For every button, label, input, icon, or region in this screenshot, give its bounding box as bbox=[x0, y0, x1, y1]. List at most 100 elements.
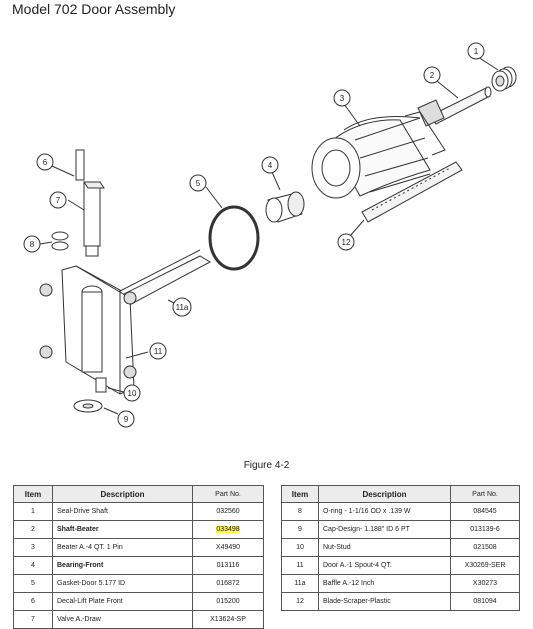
part-no-cell: X30273 bbox=[450, 574, 520, 593]
item-cell: 10 bbox=[281, 538, 319, 557]
table-header-row: Item Description Part No. bbox=[281, 485, 520, 503]
item-cell: 12 bbox=[281, 592, 319, 611]
callout-9: 9 bbox=[117, 410, 135, 428]
callout-5: 5 bbox=[189, 174, 207, 192]
svg-text:12: 12 bbox=[342, 238, 351, 247]
svg-text:2: 2 bbox=[430, 71, 435, 80]
description-cell: Decal-Lift Plate Front bbox=[52, 592, 193, 611]
part-no-cell: 013139-6 bbox=[450, 520, 520, 539]
seal-drive-shaft-part bbox=[491, 66, 517, 92]
description-cell: Nut-Stud bbox=[318, 538, 451, 557]
part-no-header: Part No. bbox=[450, 485, 520, 503]
part-no-cell: 084545 bbox=[450, 502, 520, 521]
highlighted-part-number: 033498 bbox=[216, 526, 240, 533]
callout-1: 1 bbox=[467, 42, 485, 60]
item-cell: 4 bbox=[13, 556, 53, 575]
svg-text:7: 7 bbox=[56, 196, 61, 205]
description-header: Description bbox=[52, 485, 193, 503]
description-cell: Bearing-Front bbox=[52, 556, 193, 575]
beater-assembly-part bbox=[311, 111, 446, 199]
part-no-cell: 015200 bbox=[192, 592, 264, 611]
part-no-cell: X30269-SER bbox=[450, 556, 520, 575]
svg-text:6: 6 bbox=[43, 158, 48, 167]
svg-text:11a: 11a bbox=[176, 303, 189, 312]
page-title: Model 702 Door Assembly bbox=[12, 1, 176, 17]
description-cell: Valve A.-Draw bbox=[52, 610, 193, 629]
item-cell: 2 bbox=[13, 520, 53, 539]
part-no-cell: 033498 bbox=[192, 520, 264, 539]
front-bearing-part bbox=[265, 191, 305, 223]
callout-11a: 11a bbox=[172, 297, 192, 317]
svg-text:4: 4 bbox=[268, 161, 273, 170]
part-no-cell: 016872 bbox=[192, 574, 264, 593]
description-cell: Door A.-1 Spout-4 QT. bbox=[318, 556, 451, 575]
part-no-cell: 081094 bbox=[450, 592, 520, 611]
description-cell: Baffle A.-12 Inch bbox=[318, 574, 451, 593]
item-cell: 3 bbox=[13, 538, 53, 557]
callout-4: 4 bbox=[261, 156, 279, 174]
part-no-cell: 032560 bbox=[192, 502, 264, 521]
description-cell: Beater A.-4 QT. 1 Pin bbox=[52, 538, 193, 557]
scraper-blade-part bbox=[361, 161, 463, 223]
item-cell: 1 bbox=[13, 502, 53, 521]
description-header: Description bbox=[318, 485, 451, 503]
description-cell: Shaft-Beater bbox=[52, 520, 193, 539]
draw-valve-part bbox=[75, 149, 105, 257]
callout-6: 6 bbox=[36, 153, 54, 171]
callout-7: 7 bbox=[49, 191, 67, 209]
svg-text:1: 1 bbox=[474, 47, 479, 56]
door-gasket-part bbox=[208, 205, 260, 271]
part-no-cell: 021508 bbox=[450, 538, 520, 557]
item-cell: 7 bbox=[13, 610, 53, 629]
part-no-cell: X49490 bbox=[192, 538, 264, 557]
item-cell: 8 bbox=[281, 502, 319, 521]
part-no-cell: 013116 bbox=[192, 556, 264, 575]
door-part bbox=[39, 265, 137, 395]
item-cell: 11a bbox=[281, 574, 319, 593]
design-cap-part bbox=[73, 399, 103, 413]
item-header: Item bbox=[13, 485, 53, 503]
callout-2: 2 bbox=[423, 66, 441, 84]
description-cell: Seal-Drive Shaft bbox=[52, 502, 193, 521]
svg-text:5: 5 bbox=[196, 179, 201, 188]
nut-stud-part bbox=[95, 377, 107, 393]
callout-11: 11 bbox=[149, 342, 167, 360]
callout-10: 10 bbox=[123, 384, 141, 402]
svg-text:11: 11 bbox=[154, 347, 163, 356]
part-no-header: Part No. bbox=[192, 485, 264, 503]
exploded-assembly-diagram: 1 2 3 4 5 6 7 8 9 10 11 11a bbox=[23, 42, 517, 428]
callout-3: 3 bbox=[333, 89, 351, 107]
item-cell: 9 bbox=[281, 520, 319, 539]
description-cell: Gasket-Door 5.177 ID bbox=[52, 574, 193, 593]
callout-12: 12 bbox=[337, 233, 355, 251]
description-cell: Cap-Design- 1.188" ID 6 PT bbox=[318, 520, 451, 539]
callout-8: 8 bbox=[23, 235, 41, 253]
item-cell: 11 bbox=[281, 556, 319, 575]
svg-text:9: 9 bbox=[124, 415, 129, 424]
part-no-cell: X13624-SP bbox=[192, 610, 264, 629]
description-cell: Blade-Scraper-Plastic bbox=[318, 592, 451, 611]
o-rings-part bbox=[51, 231, 69, 251]
table-header-row: Item Description Part No. bbox=[13, 485, 264, 503]
figure-caption: Figure 4-2 bbox=[243, 460, 290, 471]
description-cell: O-ring - 1-1/16 OD x .139 W bbox=[318, 502, 451, 521]
beater-shaft-part bbox=[417, 86, 492, 127]
item-cell: 5 bbox=[13, 574, 53, 593]
svg-text:3: 3 bbox=[340, 94, 345, 103]
svg-text:8: 8 bbox=[30, 240, 35, 249]
